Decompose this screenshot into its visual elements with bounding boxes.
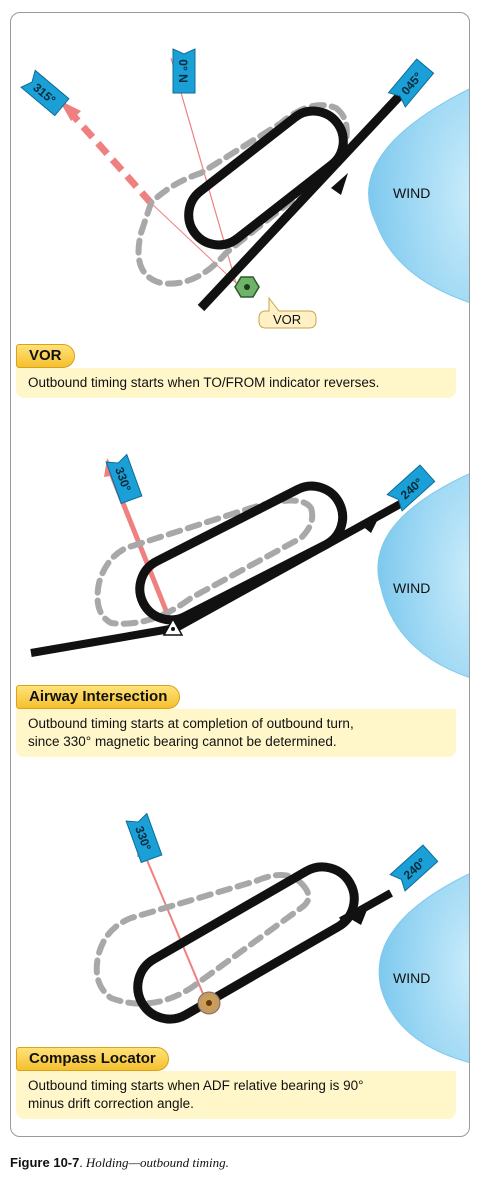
wind-label: WIND xyxy=(393,185,430,201)
wind-cloud xyxy=(378,873,469,1063)
holding-pattern xyxy=(184,106,348,250)
intersection-diagram: WIND 330° 240° xyxy=(30,453,469,678)
compass-locator-diagram: WIND 330° 240° xyxy=(93,812,469,1063)
vor-label: VOR xyxy=(273,312,301,327)
figure-frame: WIND VOR xyxy=(10,12,470,1137)
panel-title: Airway Intersection xyxy=(16,685,181,709)
drift-path xyxy=(94,497,316,627)
bearing-330-flag: 330° xyxy=(105,453,143,505)
panel-title: VOR xyxy=(16,344,75,368)
ndb-locator-icon xyxy=(197,991,221,1015)
holding-pattern xyxy=(133,862,359,1024)
wind-cloud xyxy=(368,88,469,303)
svg-text:0° N: 0° N xyxy=(176,59,190,82)
inbound-arrow xyxy=(331,173,348,195)
inbound-course xyxy=(197,69,425,312)
north-flag: 0° N xyxy=(172,48,196,94)
panel-title: Compass Locator xyxy=(16,1047,169,1071)
drift-path xyxy=(135,102,350,287)
figure-caption: Figure 10-7. Holding—outbound timing. xyxy=(10,1155,229,1171)
radial-315-flag: 315° xyxy=(20,69,70,117)
wind-label: WIND xyxy=(393,970,430,986)
radial-315-line xyxy=(68,110,154,206)
inbound-arrow xyxy=(361,513,381,533)
vor-callout: VOR xyxy=(258,296,317,329)
figure-title: Holding—outbound timing. xyxy=(85,1155,229,1170)
panel-caption: Outbound timing starts when ADF relative… xyxy=(16,1071,456,1119)
figure-number: Figure 10-7 xyxy=(10,1155,80,1170)
abeam-line xyxy=(150,202,237,284)
figure-separator: . xyxy=(79,1155,86,1170)
vor-hexagon-icon xyxy=(234,276,260,298)
inbound-course xyxy=(30,494,413,657)
bearing-330-flag: 330° xyxy=(125,812,163,864)
panel-vor: WIND VOR xyxy=(11,13,469,403)
panel-caption: Outbound timing starts at completion of … xyxy=(16,709,456,757)
intersection-triangle-icon xyxy=(162,617,184,636)
drift-path xyxy=(93,872,312,1007)
panel-compass-locator: WIND 330° 240° xyxy=(11,783,469,1136)
panel-caption: Outbound timing starts when TO/FROM indi… xyxy=(16,368,456,398)
vor-diagram: WIND VOR xyxy=(20,48,469,329)
radial-arrowhead xyxy=(59,100,81,121)
wind-label: WIND xyxy=(393,580,430,596)
bearing-330-line xyxy=(143,852,207,1002)
inbound-240-flag: 240° xyxy=(389,844,439,892)
wind-cloud xyxy=(377,473,469,678)
inbound-arrow xyxy=(349,905,369,925)
inbound-045-flag: 045° xyxy=(387,58,435,108)
panel-intersection: WIND 330° 240° xyxy=(11,413,469,773)
